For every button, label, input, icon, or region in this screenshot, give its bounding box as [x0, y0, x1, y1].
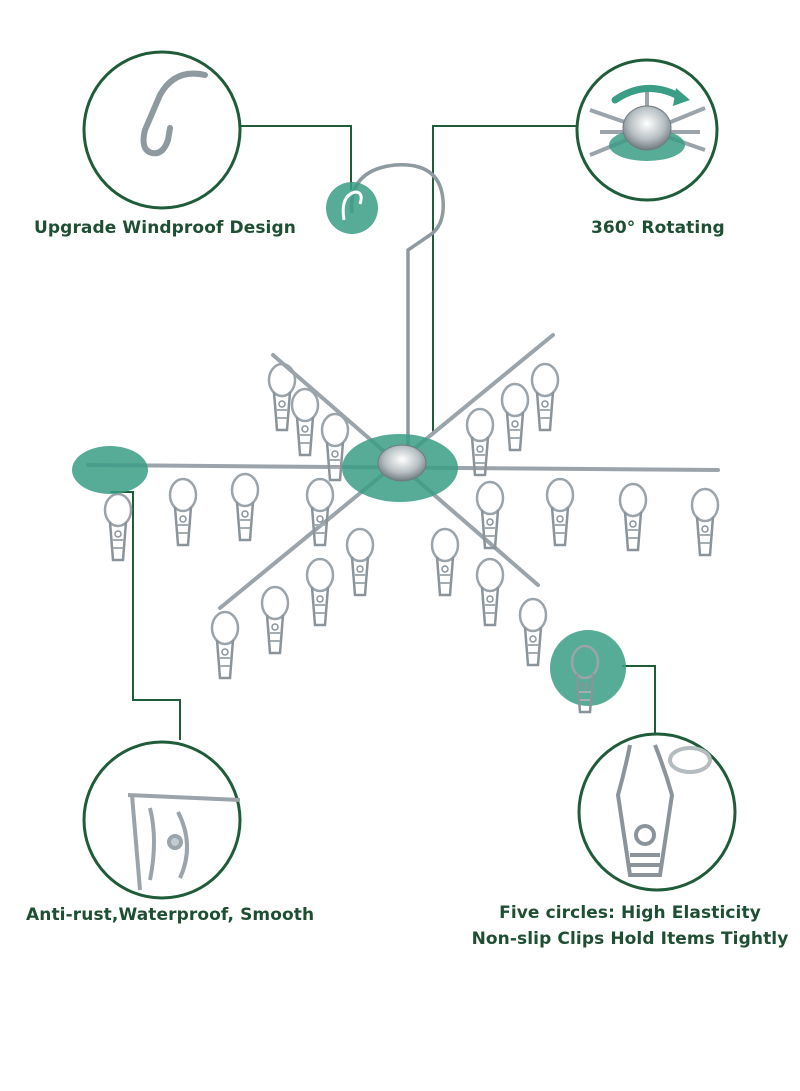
clips-diagonal [210, 362, 560, 680]
caption-anti-rust: Anti-rust,Waterproof, Smooth [26, 905, 315, 925]
marker-hook [326, 182, 378, 234]
highlight-markers [72, 182, 626, 706]
detail-arm-end-icon [82, 740, 242, 900]
detail-rotating-hub-icon [575, 58, 719, 202]
detail-clip-icon [577, 732, 737, 892]
caption-clips: Five circles: High Elasticity Non-slip C… [460, 900, 800, 952]
rotating-hub [342, 434, 458, 502]
caption-clips-line1: Five circles: High Elasticity [499, 903, 761, 923]
marker-clip [550, 630, 626, 706]
marker-arm-end [72, 446, 148, 494]
connector-lines [110, 125, 656, 740]
hanger-hook [349, 163, 445, 448]
caption-rotating: 360° Rotating [591, 218, 725, 238]
detail-hook-icon [82, 50, 242, 210]
caption-clips-line2: Non-slip Clips Hold Items Tightly [471, 929, 789, 949]
caption-windproof: Upgrade Windproof Design [34, 218, 296, 238]
